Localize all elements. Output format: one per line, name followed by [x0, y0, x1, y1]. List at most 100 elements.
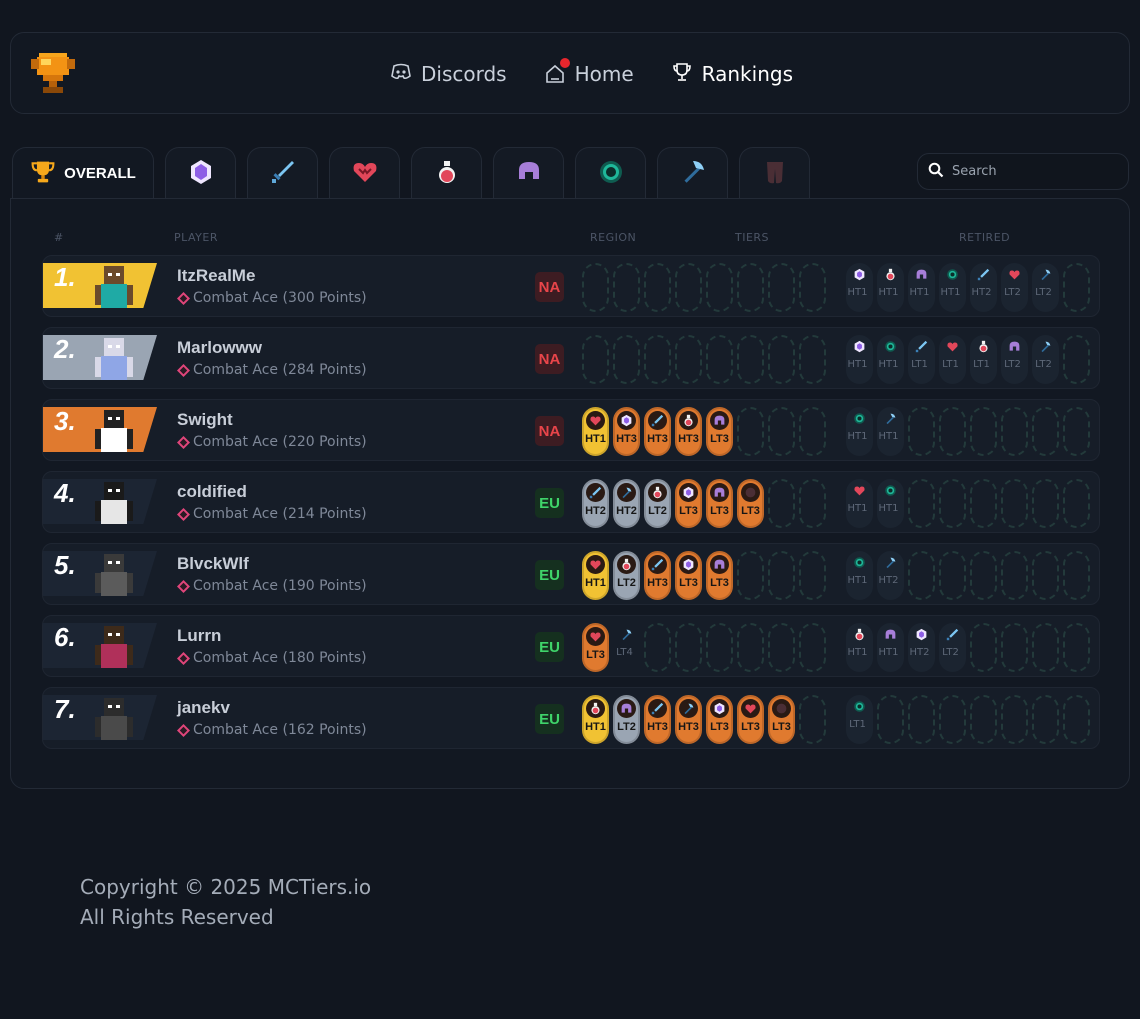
tab-nethop[interactable] [493, 147, 564, 199]
tab-overall[interactable]: OVERALL [12, 147, 154, 199]
player-name[interactable]: Marlowww [177, 338, 263, 357]
tier-badge[interactable]: HT2 [582, 479, 609, 528]
retired-tier-badge[interactable]: LT1 [970, 335, 997, 384]
retired-tier-badge[interactable]: HT1 [877, 479, 904, 528]
tab-axe[interactable] [657, 147, 728, 199]
tier-badge[interactable]: LT3 [706, 479, 733, 528]
nav-discords[interactable]: Discords [389, 60, 507, 89]
retired-tier-badge[interactable]: HT1 [846, 335, 873, 384]
retired-tier-badge[interactable]: LT1 [939, 335, 966, 384]
rank-number: 6. [54, 622, 76, 652]
tier-badge[interactable]: HT3 [644, 695, 671, 744]
player-row[interactable]: 5. BlvckWlf Combat Ace (190 Points)EU HT… [42, 543, 1100, 605]
player-name[interactable]: ItzRealMe [177, 266, 256, 285]
retired-tier-badge[interactable]: LT2 [939, 623, 966, 672]
retired-tier-badge[interactable]: LT2 [1001, 335, 1028, 384]
player-row[interactable]: 1. ItzRealMe Combat Ace (300 Points)NA H… [42, 255, 1100, 317]
retired-list: HT1 HT1 [846, 407, 1090, 456]
tier-badge[interactable]: LT3 [582, 623, 609, 672]
player-name[interactable]: coldified [177, 482, 247, 501]
retired-tier-badge[interactable]: HT1 [846, 263, 873, 312]
player-name[interactable]: BlvckWlf [177, 554, 249, 573]
column-region: REGION [590, 231, 637, 244]
retired-tier-badge[interactable]: LT2 [1001, 263, 1028, 312]
search-box[interactable] [917, 153, 1129, 190]
tier-badge[interactable]: HT1 [582, 551, 609, 600]
player-name[interactable]: Swight [177, 410, 233, 429]
crystal-icon [850, 265, 869, 284]
tab-pot[interactable] [411, 147, 482, 199]
retired-tier-badge[interactable]: HT2 [877, 551, 904, 600]
player-name[interactable]: Lurrn [177, 626, 222, 645]
tier-badge[interactable]: HT2 [613, 479, 640, 528]
tier-label: LT2 [648, 505, 667, 517]
empty-tier-slot [1063, 623, 1090, 672]
tier-badge[interactable]: LT3 [737, 479, 764, 528]
tier-badge[interactable]: LT4 [613, 623, 640, 672]
crystal-icon [850, 337, 869, 356]
retired-tier-badge[interactable]: HT1 [877, 263, 904, 312]
tab-crystal[interactable] [165, 147, 236, 199]
tier-badge[interactable]: LT3 [768, 695, 795, 744]
avatar[interactable] [95, 554, 133, 596]
tier-badge[interactable]: LT3 [675, 479, 702, 528]
tier-badge[interactable]: LT3 [706, 551, 733, 600]
trophy-logo-icon[interactable] [29, 51, 77, 95]
main-nav: Discords Home Rankings [389, 33, 793, 115]
player-title: Combat Ace (180 Points) [177, 650, 367, 666]
empty-tier-slot [877, 695, 904, 744]
retired-tier-badge[interactable]: HT1 [846, 623, 873, 672]
player-row[interactable]: 4. coldified Combat Ace (214 Points)EU H… [42, 471, 1100, 533]
retired-tier-badge[interactable]: LT2 [1032, 263, 1059, 312]
retired-tier-badge[interactable]: LT2 [1032, 335, 1059, 384]
avatar[interactable] [95, 482, 133, 524]
tab-uhc[interactable] [329, 147, 400, 199]
tier-badge[interactable]: HT1 [582, 695, 609, 744]
tier-badge[interactable]: LT2 [644, 479, 671, 528]
tier-badge[interactable]: LT2 [613, 551, 640, 600]
retired-tier-badge[interactable]: HT1 [846, 407, 873, 456]
tab-mace[interactable] [739, 147, 810, 199]
retired-tier-badge[interactable]: LT1 [908, 335, 935, 384]
tier-badge[interactable]: HT3 [644, 407, 671, 456]
nav-home[interactable]: Home [543, 58, 634, 86]
player-row[interactable]: 3. Swight Combat Ace (220 Points)NA HT1 … [42, 399, 1100, 461]
retired-tier-badge[interactable]: HT1 [846, 551, 873, 600]
tier-badge[interactable]: HT3 [613, 407, 640, 456]
avatar[interactable] [95, 266, 133, 308]
retired-tier-badge[interactable]: HT2 [970, 263, 997, 312]
nav-rankings[interactable]: Rankings [670, 60, 793, 89]
tier-badge[interactable]: LT3 [706, 407, 733, 456]
player-row[interactable]: 2. Marlowww Combat Ace (284 Points)NA HT… [42, 327, 1100, 389]
tier-badge[interactable]: LT3 [706, 695, 733, 744]
tier-badge[interactable]: HT3 [675, 695, 702, 744]
retired-tier-badge[interactable]: HT1 [908, 263, 935, 312]
retired-tier-badge[interactable]: HT1 [877, 335, 904, 384]
retired-tier-badge[interactable]: HT1 [846, 479, 873, 528]
player-row[interactable]: 7. janekv Combat Ace (162 Points)EU HT1 … [42, 687, 1100, 749]
tier-badge[interactable]: HT1 [582, 407, 609, 456]
tier-badge[interactable]: LT3 [737, 695, 764, 744]
player-name[interactable]: janekv [177, 698, 230, 717]
avatar[interactable] [95, 698, 133, 740]
retired-tier-badge[interactable]: LT1 [846, 695, 873, 744]
retired-tier-badge[interactable]: HT1 [877, 623, 904, 672]
tab-sword[interactable] [247, 147, 318, 199]
tier-badge[interactable]: HT3 [644, 551, 671, 600]
search-input[interactable] [952, 164, 1112, 179]
player-row[interactable]: 6. Lurrn Combat Ace (180 Points)EU LT3 L… [42, 615, 1100, 677]
retired-tier-badge[interactable]: HT2 [908, 623, 935, 672]
retired-tier-badge[interactable]: HT1 [939, 263, 966, 312]
tier-badge[interactable]: LT3 [675, 551, 702, 600]
avatar[interactable] [95, 410, 133, 452]
helmet-icon [514, 157, 544, 191]
tier-badge[interactable]: HT3 [675, 407, 702, 456]
axe-icon [617, 625, 636, 644]
player-points: Combat Ace (214 Points) [193, 506, 367, 522]
avatar[interactable] [95, 626, 133, 668]
tab-smp[interactable] [575, 147, 646, 199]
avatar[interactable] [95, 338, 133, 380]
tier-badge[interactable]: LT2 [613, 695, 640, 744]
retired-tier-badge[interactable]: HT1 [877, 407, 904, 456]
mace-icon [741, 483, 760, 502]
